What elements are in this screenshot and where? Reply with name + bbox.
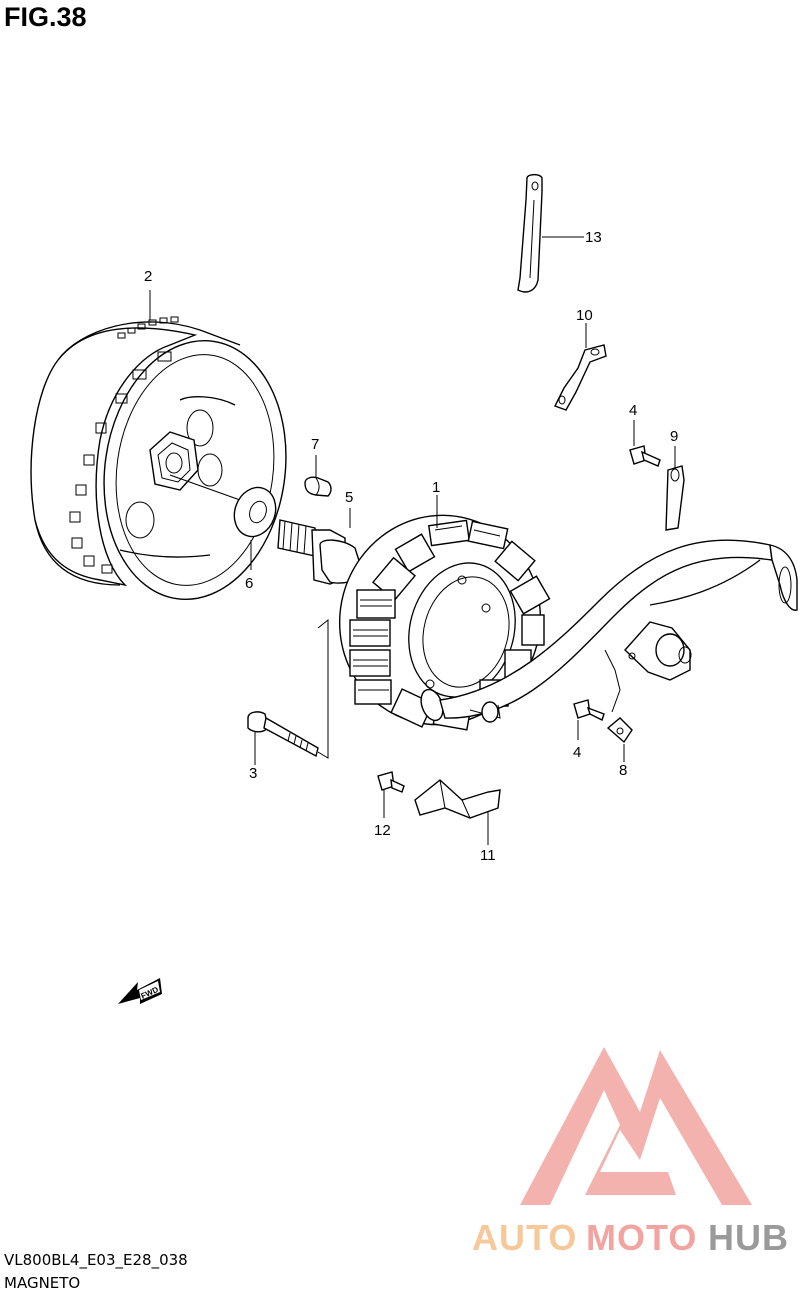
part-guide-plate [414, 779, 501, 819]
callout-leaders [149, 236, 676, 845]
part-flywheel-rotor [30, 316, 287, 601]
part-stator [338, 514, 551, 731]
callout-13: 13 [585, 229, 602, 246]
callout-2: 2 [144, 268, 152, 285]
callout-7: 7 [311, 436, 319, 453]
figure-title: FIG.38 [4, 2, 87, 32]
part-wire-harness [439, 539, 798, 723]
part-plate [665, 465, 685, 531]
part-screw-lower [573, 649, 621, 721]
part-rotor-bolt [277, 519, 363, 585]
callout-8: 8 [619, 762, 627, 779]
part-stator-bolt [247, 618, 329, 759]
callout-4-upper: 4 [629, 402, 637, 419]
callout-10: 10 [576, 307, 593, 324]
part-bolt-small [377, 771, 405, 793]
part-clamp [606, 717, 633, 744]
callout-11: 11 [480, 847, 496, 864]
callout-12: 12 [374, 822, 391, 839]
wordmark-hub: HUB [708, 1217, 789, 1258]
part-washer [169, 474, 277, 538]
automotohub-logo-icon [520, 1047, 752, 1205]
callout-3: 3 [249, 765, 257, 782]
callout-labels: 1 2 3 4 4 5 6 7 8 9 10 11 12 13 [144, 229, 678, 864]
callout-5: 5 [345, 489, 353, 506]
part-clamp-bracket [554, 344, 607, 411]
part-screw-upper [629, 445, 661, 467]
figure-name: MAGNETO [4, 1274, 81, 1292]
callout-1: 1 [432, 479, 440, 496]
automotohub-wordmark: AUTO MOTO HUB [472, 1217, 789, 1258]
part-key [304, 476, 332, 497]
callout-6: 6 [245, 575, 253, 592]
callout-9: 9 [670, 428, 678, 445]
wordmark-auto: AUTO [472, 1217, 577, 1258]
figure-code: VL800BL4_E03_E28_038 [4, 1251, 188, 1269]
fwd-arrow-icon: FWD [118, 978, 162, 1004]
wordmark-moto: MOTO [586, 1217, 697, 1258]
callout-4-lower: 4 [573, 744, 581, 761]
part-strap [517, 173, 543, 293]
